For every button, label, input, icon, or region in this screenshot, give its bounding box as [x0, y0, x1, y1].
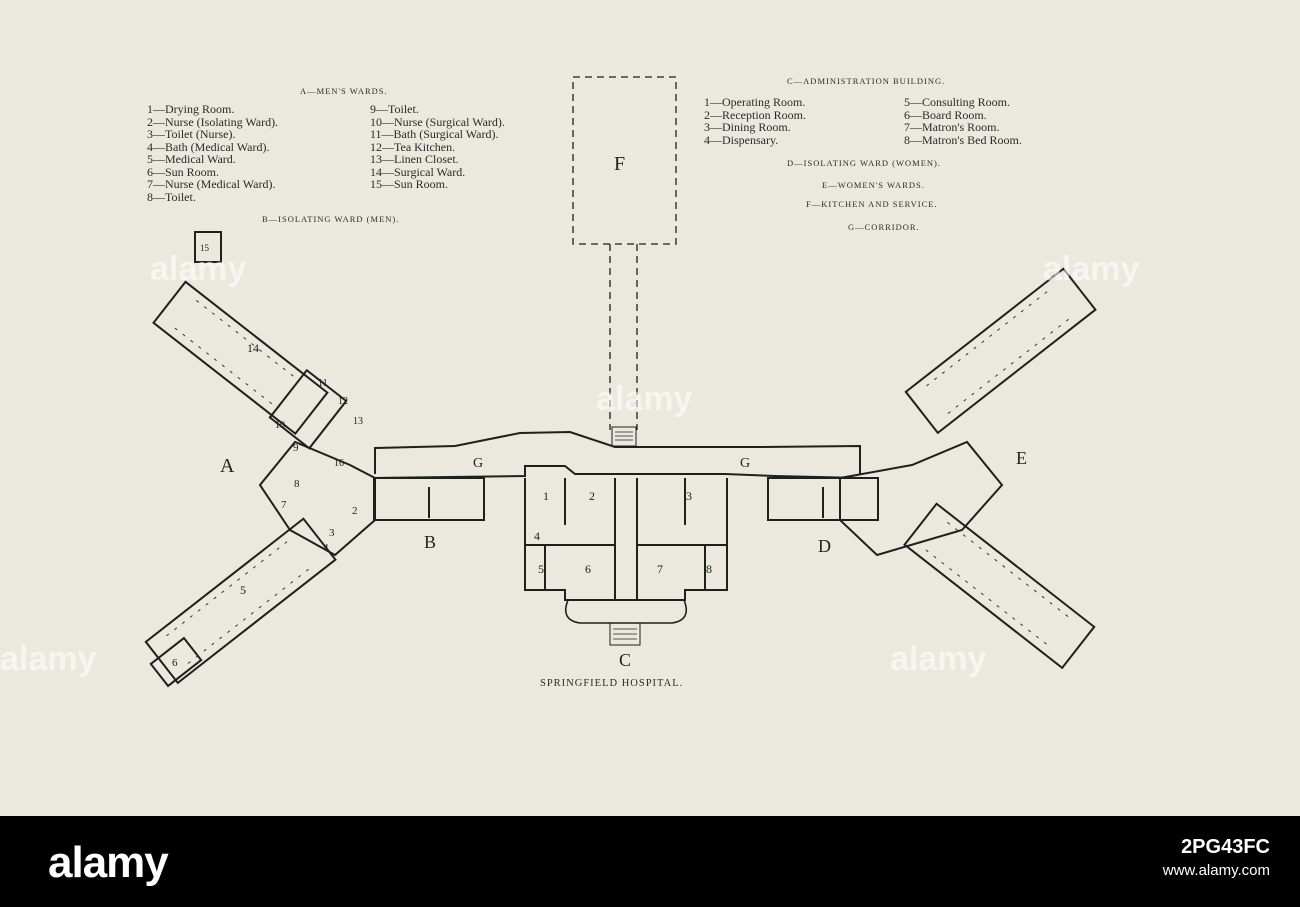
- room-5: 5: [538, 562, 544, 576]
- room-a12: 12: [338, 396, 348, 407]
- footer-bar: alamy 2PG43FC www.alamy.com: [0, 816, 1300, 907]
- legend-item: 10—Nurse (Surgical Ward).: [370, 114, 505, 129]
- label-e: E: [1016, 448, 1027, 468]
- legend-item: 3—Toilet (Nurse).: [147, 127, 236, 141]
- room-a9: 9: [293, 442, 299, 454]
- watermark: alamy: [1043, 250, 1140, 288]
- room-a14: 14: [247, 341, 259, 355]
- legend-c-title: C—ADMINISTRATION BUILDING.: [787, 76, 946, 86]
- alamy-logo: alamy: [48, 838, 169, 887]
- room-7: 7: [657, 562, 663, 576]
- room-a2: 2: [352, 505, 358, 517]
- room-2: 2: [589, 489, 595, 503]
- watermark: alamy: [150, 250, 247, 288]
- isolating-ward-women: [767, 477, 879, 521]
- legend-item: 4—Dispensary.: [704, 132, 779, 147]
- legend-item: 13—Linen Closet.: [370, 152, 459, 166]
- room-a3: 3: [329, 527, 335, 539]
- floor-plan: A B C D E F G G 1 2 3 4 5 6 7 8 2 3 4 5 …: [144, 76, 1097, 688]
- legend-item: 11—Bath (Surgical Ward).: [370, 127, 499, 141]
- legend-e: E—WOMEN'S WARDS.: [822, 180, 925, 190]
- watermark: alamy: [890, 640, 987, 678]
- plate: A—MEN'S WARDS. 1—Drying Room. 2—Nurse (I…: [0, 0, 1300, 816]
- room-3: 3: [686, 489, 692, 503]
- legend-f: F—KITCHEN AND SERVICE.: [806, 199, 938, 209]
- label-a: A: [220, 455, 235, 477]
- room-a16: 16: [334, 458, 344, 469]
- corridor-south-wall: [374, 465, 861, 479]
- room-4: 4: [534, 529, 540, 543]
- legend-d: D—ISOLATING WARD (WOMEN).: [787, 158, 941, 168]
- legend-item: 14—Surgical Ward.: [370, 164, 466, 179]
- site-url: www.alamy.com: [1162, 862, 1270, 879]
- legend-item: 5—Consulting Room.: [904, 95, 1011, 109]
- legend-item: 2—Nurse (Isolating Ward).: [147, 114, 279, 129]
- mens-wards-wing: [144, 231, 376, 688]
- label-d: D: [818, 536, 831, 556]
- footer-info: 2PG43FC www.alamy.com: [1163, 836, 1270, 882]
- room-1: 1: [543, 489, 549, 503]
- label-f: F: [614, 153, 625, 175]
- room-a11: 11: [318, 378, 328, 389]
- room-6: 6: [585, 562, 591, 576]
- legend-item: 1—Drying Room.: [147, 102, 235, 116]
- administration-building: [524, 478, 728, 601]
- legend-item: 15—Sun Room.: [370, 177, 449, 191]
- legend-item: 9—Toilet.: [370, 102, 419, 116]
- label-c: C: [619, 650, 631, 670]
- legend-item: 8—Matron's Bed Room.: [904, 132, 1022, 147]
- kitchen-service-outline: [572, 76, 677, 245]
- room-a10: 10: [275, 420, 285, 431]
- room-a5: 5: [240, 583, 246, 597]
- legend-item: 3—Dining Room.: [704, 120, 791, 134]
- legend-c-col1: 1—Operating Room. 2—Reception Room. 3—Di…: [704, 96, 806, 146]
- room-a6: 6: [172, 657, 178, 669]
- legend-item: 6—Sun Room.: [147, 164, 220, 179]
- legend-item: 5—Medical Ward.: [147, 152, 236, 166]
- watermark: alamy: [596, 380, 693, 418]
- legend-item: 7—Nurse (Medical Ward).: [147, 177, 276, 191]
- legend-c-col2: 5—Consulting Room. 6—Board Room. 7—Matro…: [904, 96, 1022, 146]
- legend-a-col2: 9—Toilet. 10—Nurse (Surgical Ward). 11—B…: [370, 103, 505, 191]
- legend-item: 8—Toilet.: [147, 189, 196, 204]
- room-8: 8: [706, 562, 712, 576]
- legend-item: 6—Board Room.: [904, 107, 987, 122]
- watermark: alamy: [0, 640, 97, 678]
- legend-a-title: A—MEN'S WARDS.: [300, 86, 388, 96]
- legend-item: 7—Matron's Room.: [904, 120, 1000, 134]
- image-id: 2PG43FC: [1181, 836, 1270, 858]
- room-a15: 15: [200, 243, 210, 253]
- room-a8: 8: [294, 478, 300, 490]
- room-a7: 7: [281, 499, 287, 511]
- label-b: B: [424, 532, 436, 552]
- legend-g: G—CORRIDOR.: [848, 222, 920, 232]
- plan-caption: SPRINGFIELD HOSPITAL.: [540, 678, 684, 689]
- label-g-west: G: [473, 456, 483, 471]
- legend-a-col1: 1—Drying Room. 2—Nurse (Isolating Ward).…: [147, 103, 278, 203]
- legend-b: B—ISOLATING WARD (MEN).: [262, 214, 400, 224]
- room-a4: 4: [323, 542, 329, 554]
- legend-item: 2—Reception Room.: [704, 107, 806, 122]
- label-g-east: G: [740, 456, 750, 471]
- womens-wards-wing: [839, 267, 1097, 670]
- legend-item: 12—Tea Kitchen.: [370, 139, 456, 154]
- room-a13: 13: [353, 416, 363, 427]
- legend-item: 4—Bath (Medical Ward).: [147, 139, 270, 154]
- corridor-north-wall: [374, 430, 861, 474]
- legend-item: 1—Operating Room.: [704, 95, 806, 109]
